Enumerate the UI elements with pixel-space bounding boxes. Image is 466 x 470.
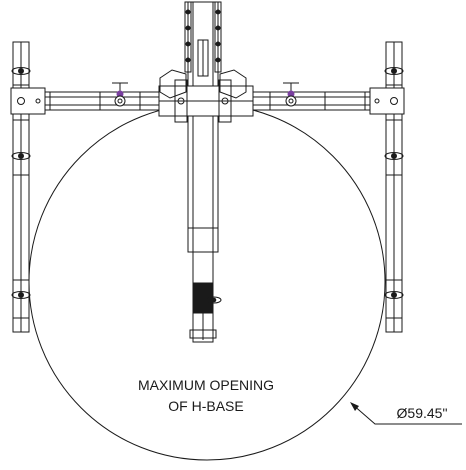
- center-hub: [158, 69, 254, 123]
- right-post-knob-mid: [384, 152, 404, 160]
- dimension-leader: [351, 403, 462, 425]
- left-post: [11, 41, 31, 333]
- right-post-knob-low: [384, 291, 404, 299]
- right-post: [384, 41, 404, 333]
- right-post-knob-top: [384, 67, 404, 75]
- right-arm-clamp: [283, 82, 299, 107]
- dimension-arrowhead: [350, 402, 359, 411]
- left-post-knob-top: [11, 67, 31, 75]
- left-arm-clamp: [112, 82, 128, 107]
- left-post-knob-low: [11, 291, 31, 299]
- left-arm: [10, 87, 160, 115]
- lower-tube: [189, 251, 222, 343]
- opening-label-line-2: OF H-BASE: [168, 398, 243, 414]
- left-post-knob-mid: [11, 152, 31, 160]
- center-column: [184, 1, 222, 253]
- opening-label-line-1: MAXIMUM OPENING: [138, 377, 274, 393]
- diameter-dimension: Ø59.45": [397, 405, 448, 421]
- right-arm: [252, 87, 405, 115]
